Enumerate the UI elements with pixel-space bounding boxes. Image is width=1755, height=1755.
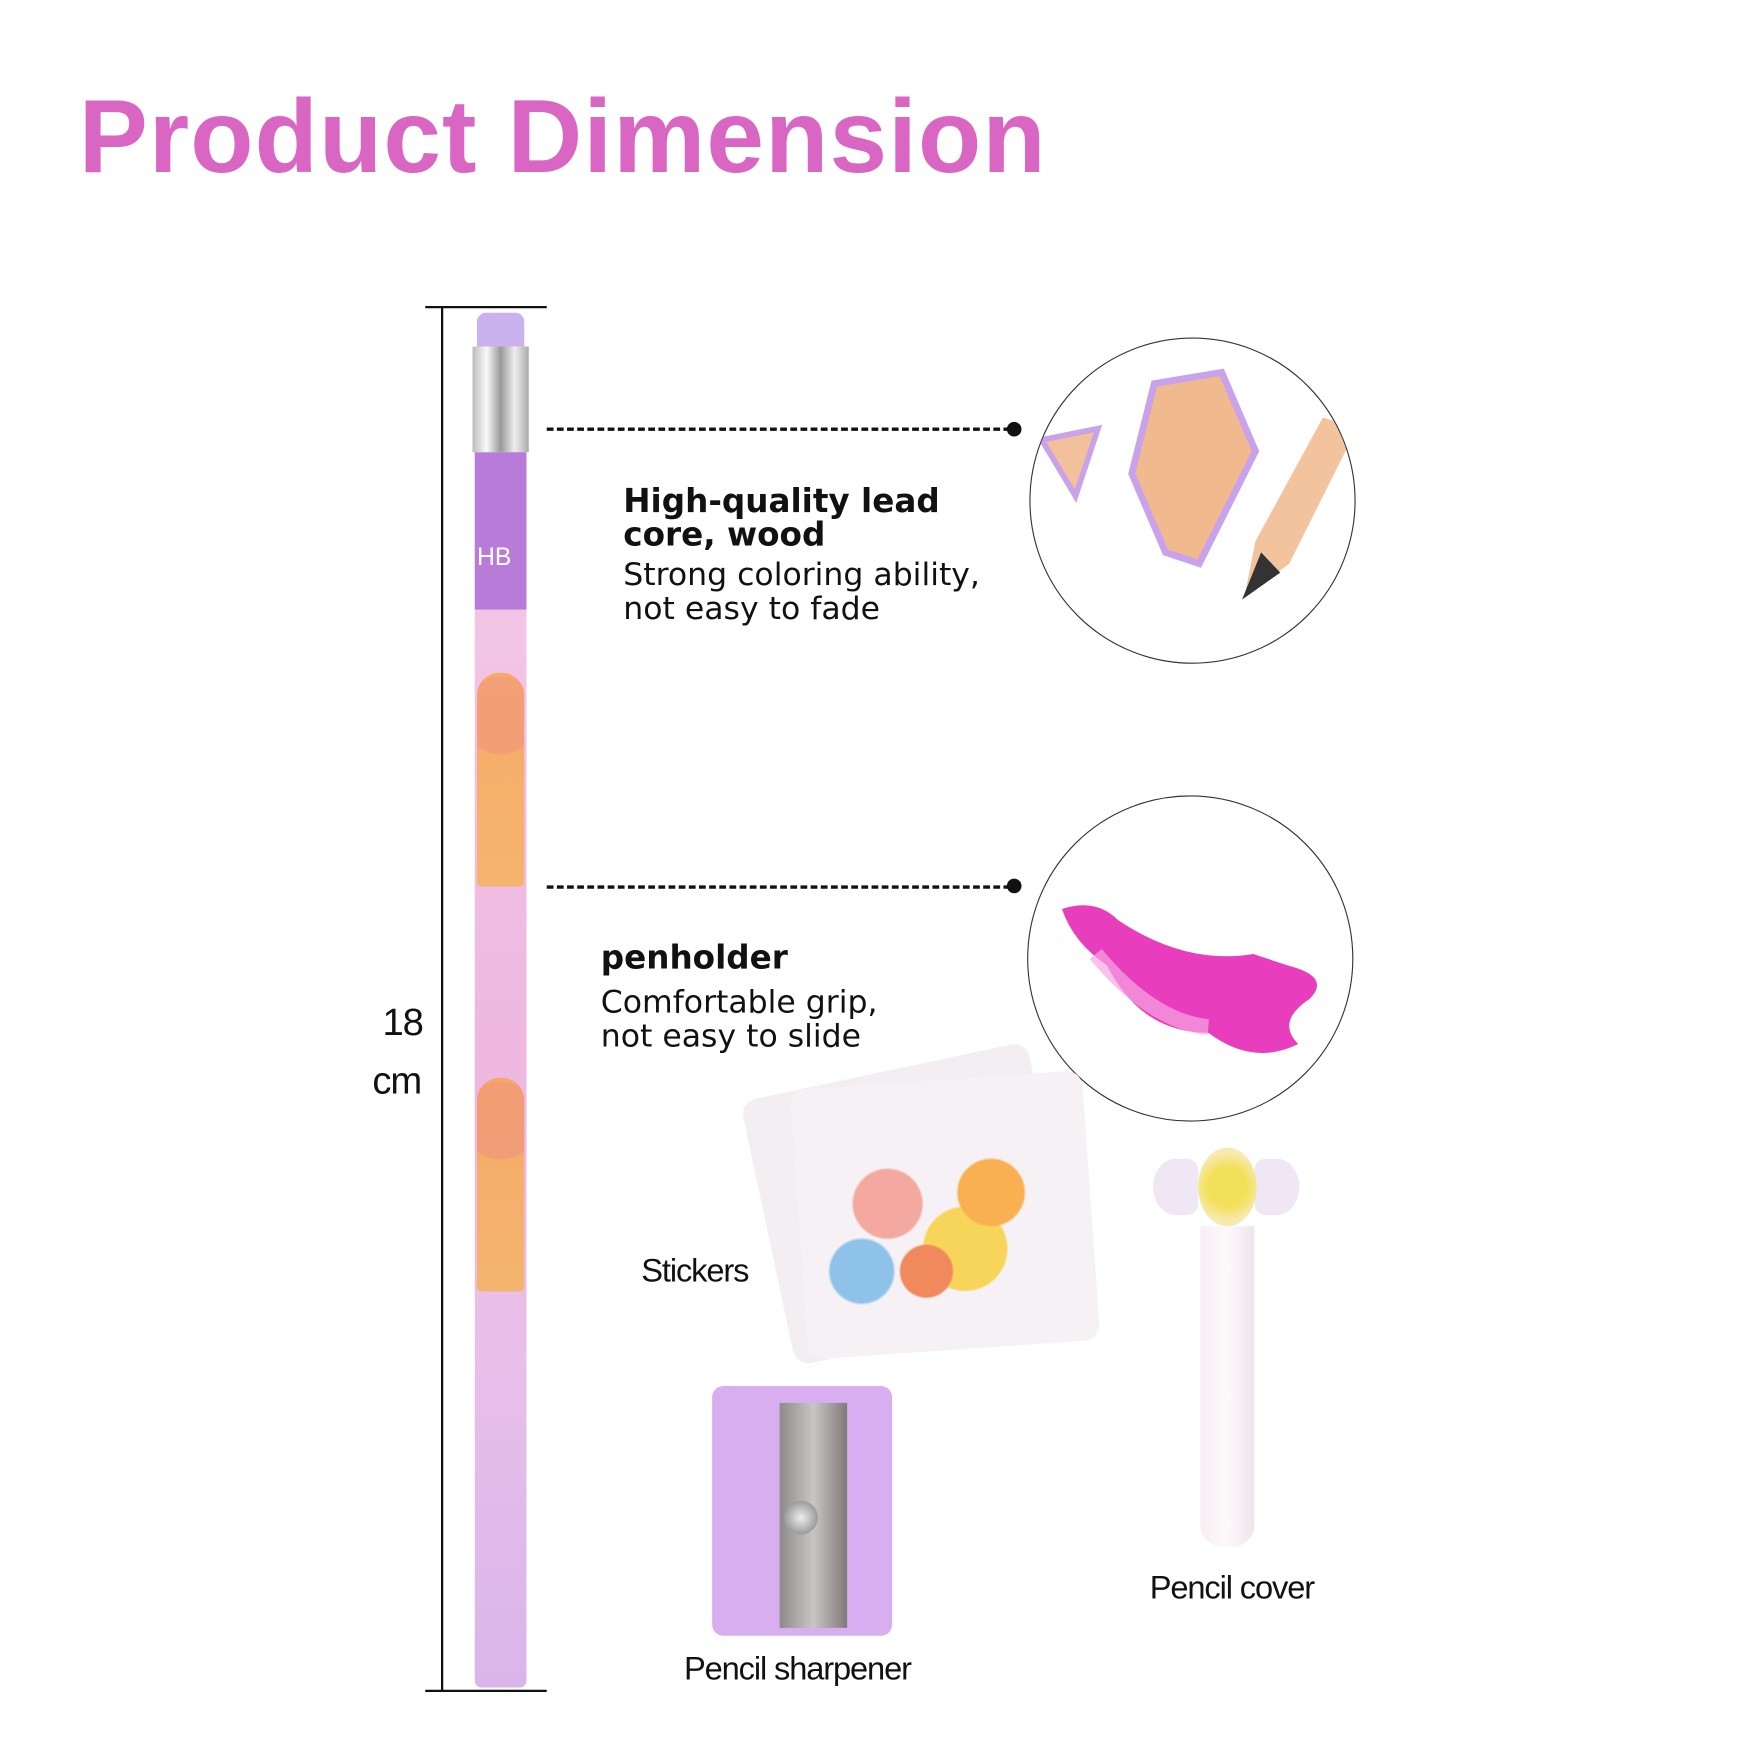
- pencil-grade: HB: [477, 542, 512, 571]
- feature-heading: High-quality lead core, wood: [623, 481, 940, 554]
- sharpener-label: Pencil sharpener: [684, 1651, 912, 1688]
- dimension-line: [441, 307, 444, 1691]
- dimension-cap-top: [425, 306, 547, 309]
- fairy-illustration: [477, 672, 525, 887]
- stickers-image: [731, 1041, 1102, 1372]
- feature-lead-core: High-quality lead core, wood Strong colo…: [623, 484, 1028, 626]
- page-title: Product Dimension: [78, 79, 1047, 195]
- ferrule: [472, 346, 529, 453]
- callout-dot: [1006, 421, 1022, 437]
- feature-description: Comfortable grip, not easy to slide: [600, 983, 878, 1055]
- dimension-value: 18: [382, 1001, 424, 1046]
- dimension-cap-bottom: [425, 1689, 547, 1692]
- pencil-cover-image: [1153, 1147, 1300, 1553]
- pencil: HB: [472, 312, 529, 1688]
- feature-heading: penholder: [600, 938, 788, 977]
- callout-line: [546, 427, 1011, 431]
- callout-dot: [1006, 878, 1022, 894]
- fairy-illustration: [477, 1077, 525, 1292]
- eraser: [477, 312, 525, 349]
- pencil-shavings-image: [1029, 337, 1356, 664]
- stickers-label: Stickers: [641, 1253, 749, 1290]
- pencil-cover-label: Pencil cover: [1149, 1570, 1315, 1607]
- sharpener-image: [712, 1386, 893, 1636]
- dimension-unit: cm: [372, 1059, 422, 1104]
- feature-description: Strong coloring ability, not easy to fad…: [623, 555, 980, 627]
- pencil-top-band: [474, 452, 527, 610]
- callout-line: [546, 885, 1011, 889]
- penholder-image: [1027, 795, 1354, 1122]
- feature-penholder: penholder Comfortable grip, not easy to …: [601, 941, 1006, 1054]
